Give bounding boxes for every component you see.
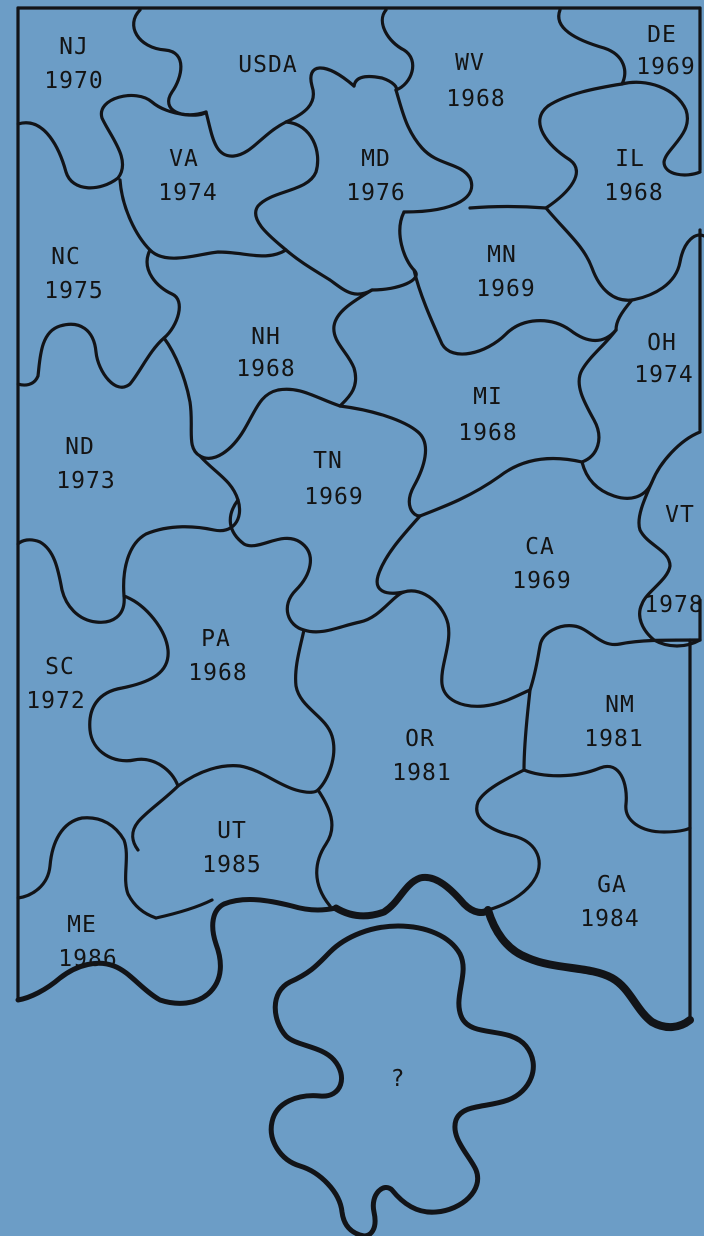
piece-mn-state: MN xyxy=(487,242,517,268)
piece-usda-state: USDA xyxy=(238,52,297,78)
piece-tn-year: 1969 xyxy=(304,484,363,510)
piece-md-year: 1976 xyxy=(346,180,405,206)
piece-wv-state: WV xyxy=(455,50,485,76)
piece-pa-state: PA xyxy=(201,626,231,652)
piece-vt-year: 1978 xyxy=(644,592,703,618)
piece-oh-year: 1974 xyxy=(634,362,693,388)
missing-piece-label: ? xyxy=(391,1066,406,1092)
piece-mi-state: MI xyxy=(473,384,503,410)
piece-nc-state: NC xyxy=(51,244,81,270)
piece-mi-year: 1968 xyxy=(458,420,517,446)
piece-mn-year: 1969 xyxy=(476,276,535,302)
piece-wv-year: 1968 xyxy=(446,86,505,112)
piece-ut-state: UT xyxy=(217,818,247,844)
piece-labels: NJ 1970 USDA WV 1968 DE 1969 VA 1974 MD … xyxy=(26,22,703,972)
piece-ga-state: GA xyxy=(597,872,627,898)
piece-il-state: IL xyxy=(615,146,645,172)
piece-va-state: VA xyxy=(169,146,199,172)
piece-il-year: 1968 xyxy=(604,180,663,206)
piece-me-year: 1986 xyxy=(58,946,117,972)
piece-ut-year: 1985 xyxy=(202,852,261,878)
piece-oh-state: OH xyxy=(647,330,677,356)
piece-me-state: ME xyxy=(67,912,97,938)
piece-nh-year: 1968 xyxy=(236,356,295,382)
piece-sc-state: SC xyxy=(45,654,75,680)
piece-va-year: 1974 xyxy=(158,180,217,206)
puzzle-frame xyxy=(18,8,700,1020)
piece-ca-state: CA xyxy=(525,534,555,560)
piece-nm-state: NM xyxy=(605,692,635,718)
piece-md-state: MD xyxy=(361,146,391,172)
piece-tn-state: TN xyxy=(313,448,343,474)
piece-nd-year: 1973 xyxy=(56,468,115,494)
piece-sc-year: 1972 xyxy=(26,688,85,714)
piece-de-state: DE xyxy=(647,22,677,48)
piece-vt-state: VT xyxy=(665,502,695,528)
piece-ca-year: 1969 xyxy=(512,568,571,594)
piece-nh-state: NH xyxy=(251,324,281,350)
piece-ga-year: 1984 xyxy=(580,906,639,932)
piece-nj-state: NJ xyxy=(59,34,89,60)
missing-puzzle-piece: ? xyxy=(271,926,533,1236)
piece-or-year: 1981 xyxy=(392,760,451,786)
piece-nj-year: 1970 xyxy=(44,68,103,94)
piece-or-state: OR xyxy=(405,726,435,752)
piece-pa-year: 1968 xyxy=(188,660,247,686)
piece-de-year: 1969 xyxy=(636,54,695,80)
piece-nc-year: 1975 xyxy=(44,278,103,304)
piece-nm-year: 1981 xyxy=(584,726,643,752)
piece-nd-state: ND xyxy=(65,434,95,460)
missing-slot-edge xyxy=(18,877,690,1027)
